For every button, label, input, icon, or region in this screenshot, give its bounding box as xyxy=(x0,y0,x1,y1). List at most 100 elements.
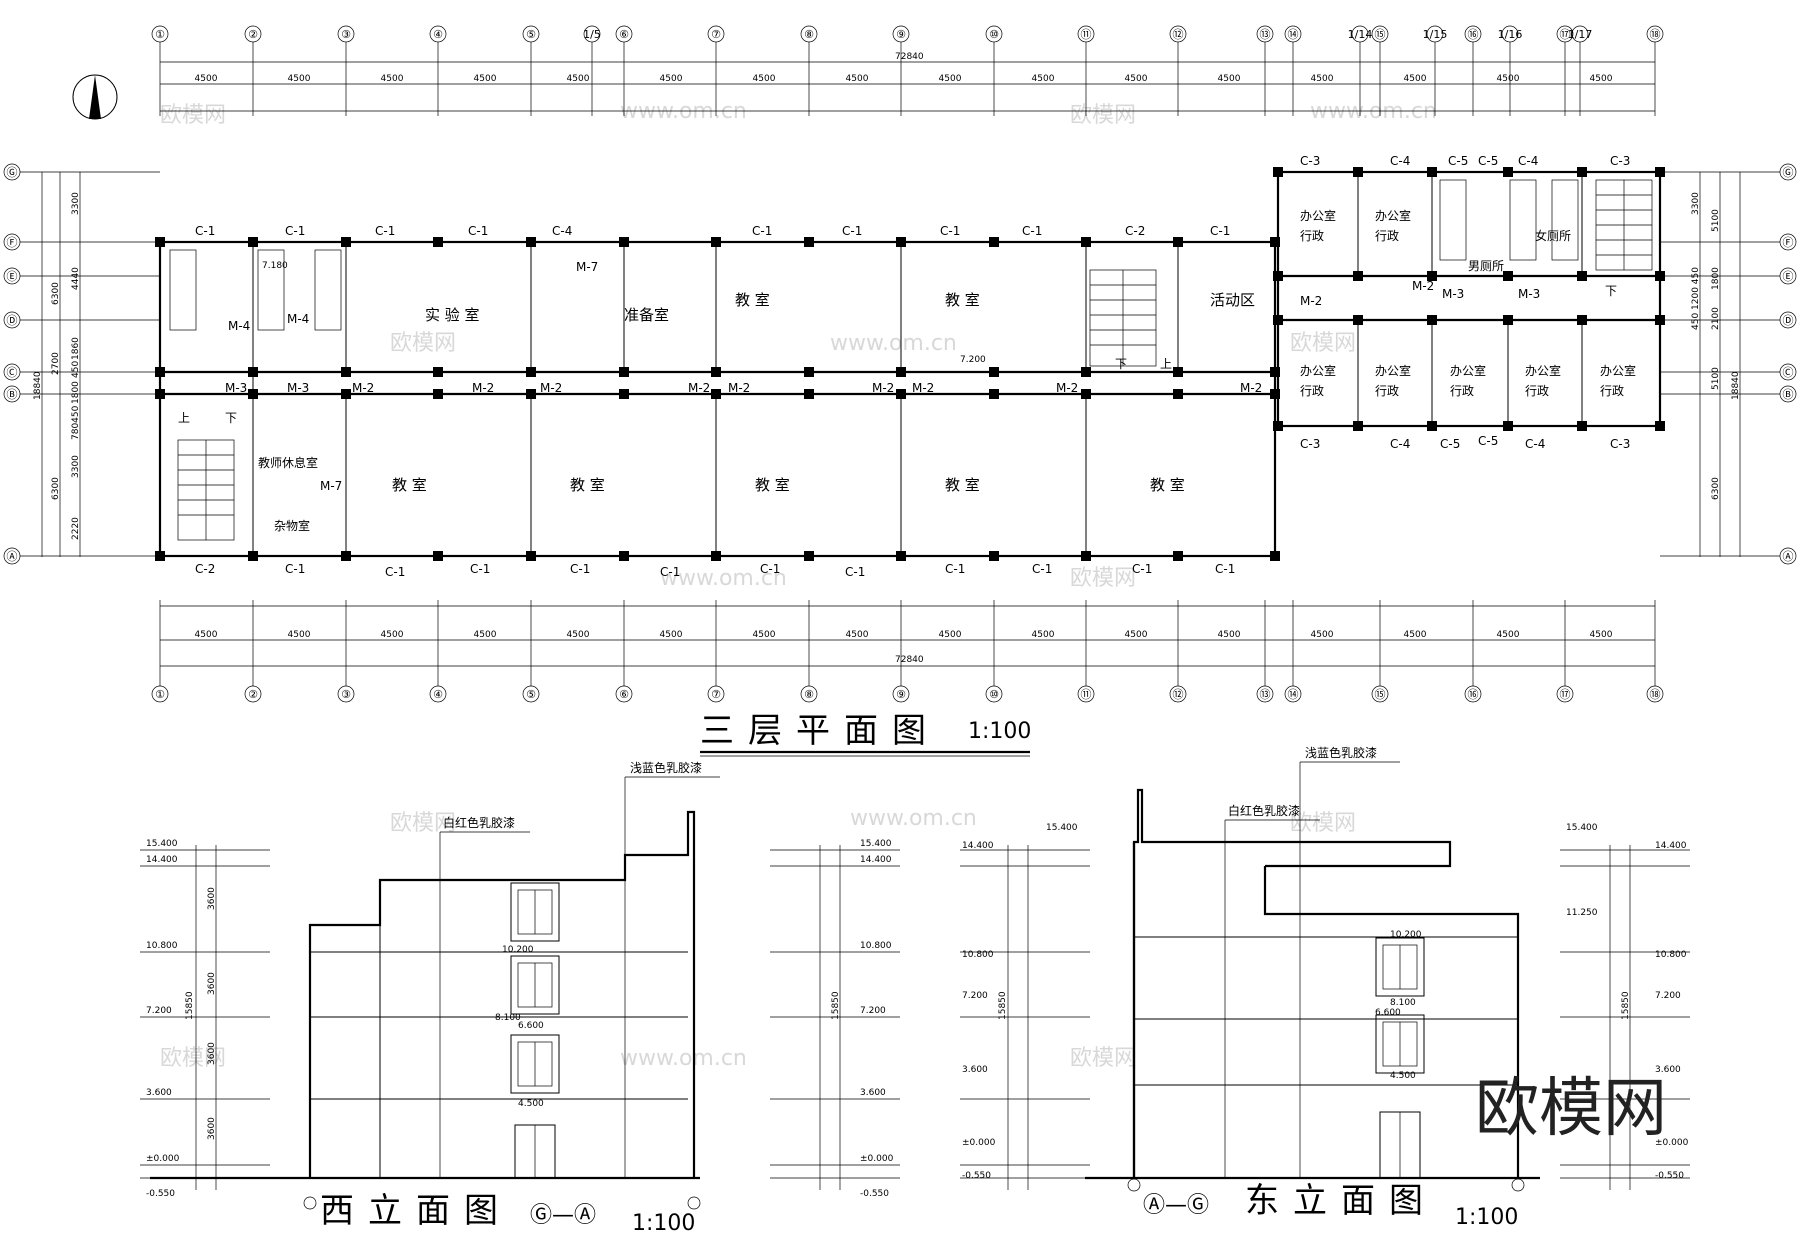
room-office: 办公室 xyxy=(1375,208,1411,223)
row-axis-bubble: Ⓖ xyxy=(1779,163,1797,181)
east-elevation-title: 东立面图 xyxy=(1245,1181,1437,1221)
svg-text:C-1: C-1 xyxy=(1132,562,1152,576)
column xyxy=(896,237,906,247)
svg-text:M-2: M-2 xyxy=(912,381,934,395)
column xyxy=(1353,271,1363,281)
watermark-url: www.om.cn xyxy=(830,331,957,356)
stair-down-label: 下 xyxy=(1115,357,1127,371)
west-elevation: 浅蓝色乳胶漆 白红色乳胶漆 15.400 14.400 10.800 7.200… xyxy=(140,760,900,1236)
level-mark: 7.200 xyxy=(960,355,986,365)
svg-text:15850: 15850 xyxy=(998,991,1008,1020)
axis-label: ⑥ xyxy=(619,28,629,41)
column xyxy=(155,237,165,247)
column xyxy=(433,237,443,247)
svg-text:6300: 6300 xyxy=(51,282,61,305)
watermark-text: 欧模网 xyxy=(1070,103,1136,128)
svg-text:C-1: C-1 xyxy=(940,224,960,238)
column xyxy=(619,237,629,247)
finish-note: 浅蓝色乳胶漆 xyxy=(630,760,702,775)
watermark-text: 欧模网 xyxy=(390,331,456,356)
bay-dim-label: 4500 xyxy=(939,74,962,84)
east-elevation-scale: 1:100 xyxy=(1455,1205,1518,1230)
svg-text:3600: 3600 xyxy=(207,887,217,910)
column xyxy=(896,389,906,399)
column xyxy=(1270,237,1280,247)
svg-text:18840: 18840 xyxy=(1731,371,1741,400)
column xyxy=(526,551,536,561)
column xyxy=(1427,315,1437,325)
axis-label: ⑩ xyxy=(989,688,999,701)
plan-title-text: 三层平面图 xyxy=(700,711,940,751)
axis-bubble: ① xyxy=(151,25,169,43)
bay-dim-label: 4500 xyxy=(1311,630,1334,640)
bay-dim-label: 4500 xyxy=(195,630,218,640)
column xyxy=(1273,167,1283,177)
room-admin: 行政 xyxy=(1525,384,1549,398)
svg-text:8.100: 8.100 xyxy=(495,1013,521,1023)
axis-label: ⑬ xyxy=(1260,688,1271,701)
watermark-text: 欧模网 xyxy=(160,1046,226,1071)
svg-text:M-2: M-2 xyxy=(1412,279,1434,293)
axis-bubble: ④ xyxy=(429,685,447,703)
bay-dim-label: 4500 xyxy=(1497,74,1520,84)
column xyxy=(433,551,443,561)
room-male-wc: 男厕所 xyxy=(1468,259,1504,273)
svg-text:10.200: 10.200 xyxy=(502,945,534,955)
watermark-text: 欧模网 xyxy=(1290,811,1356,836)
axis-bubble: ⑯ xyxy=(1464,685,1482,703)
room-office: 办公室 xyxy=(1375,363,1411,378)
bay-dim-label: 4500 xyxy=(1590,630,1613,640)
room-prep: 准备室 xyxy=(624,306,669,324)
bay-dim-label: 4500 xyxy=(660,74,683,84)
axis-label: ⑦ xyxy=(711,28,721,41)
axis-bubble: ⑪ xyxy=(1077,25,1095,43)
axis-bubble: ⑱ xyxy=(1646,685,1664,703)
column xyxy=(1173,237,1183,247)
bay-dim-label: 4500 xyxy=(474,74,497,84)
svg-text:14.400: 14.400 xyxy=(962,841,994,851)
bay-dim-label: 4500 xyxy=(753,74,776,84)
svg-text:C-1: C-1 xyxy=(468,224,488,238)
column xyxy=(155,367,165,377)
room-lab: 实 验 室 xyxy=(425,306,480,324)
room-classroom: 教 室 xyxy=(570,476,605,494)
west-elevation-title: 西立面图 xyxy=(320,1191,512,1231)
axis-label: Ⓔ xyxy=(7,270,18,283)
axis-bubble: ⑥ xyxy=(615,685,633,703)
bay-dim-label: 4500 xyxy=(1404,630,1427,640)
svg-text:C-1: C-1 xyxy=(760,562,780,576)
svg-text:-0.550: -0.550 xyxy=(146,1189,175,1199)
watermark-text: 欧模网 xyxy=(1070,1046,1136,1071)
svg-text:3.600: 3.600 xyxy=(146,1088,172,1098)
svg-text:C-2: C-2 xyxy=(1125,224,1145,238)
svg-text:C-2: C-2 xyxy=(195,562,215,576)
axis-label: ⑨ xyxy=(896,688,906,701)
column xyxy=(1273,421,1283,431)
svg-text:10.200: 10.200 xyxy=(1390,930,1422,940)
svg-text:10.800: 10.800 xyxy=(146,941,178,951)
svg-text:±0.000: ±0.000 xyxy=(962,1138,996,1148)
room-classroom: 教 室 xyxy=(1150,476,1185,494)
axis-label: ⑱ xyxy=(1650,688,1661,701)
column xyxy=(619,367,629,377)
axis-label: ⑧ xyxy=(804,688,814,701)
room-classroom: 教 室 xyxy=(755,476,790,494)
room-office: 办公室 xyxy=(1300,363,1336,378)
column xyxy=(248,367,258,377)
column xyxy=(989,551,999,561)
column xyxy=(433,389,443,399)
column xyxy=(1503,315,1513,325)
column xyxy=(711,367,721,377)
svg-text:5100: 5100 xyxy=(1711,367,1721,390)
axis-label: ⑧ xyxy=(804,28,814,41)
stair-down-label: 下 xyxy=(225,411,237,425)
axis-bubble: ② xyxy=(244,25,262,43)
axis-bubble: ⑭ xyxy=(1284,685,1302,703)
bay-dim-label: 4500 xyxy=(1218,74,1241,84)
axis-bubble: ⑫ xyxy=(1169,685,1187,703)
room-admin: 行政 xyxy=(1300,384,1324,398)
west-elevation-scale: 1:100 xyxy=(632,1211,695,1236)
bay-dim-label: 4500 xyxy=(567,630,590,640)
column xyxy=(804,551,814,561)
